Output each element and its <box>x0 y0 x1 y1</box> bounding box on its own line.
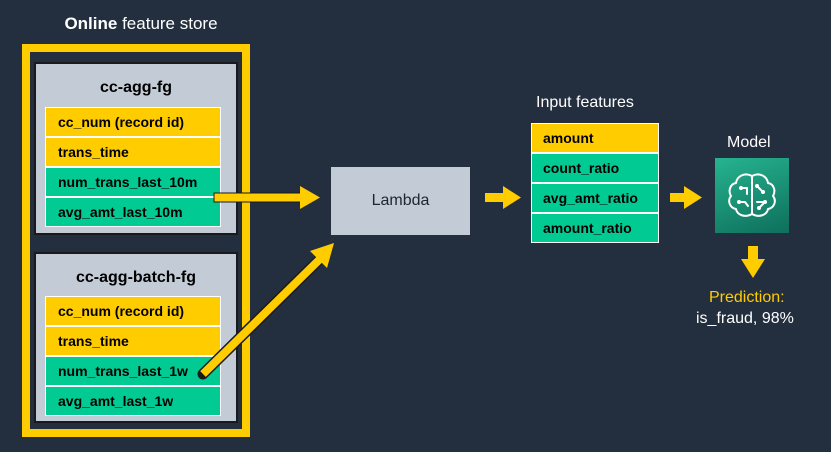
feature-row: trans_time <box>45 137 221 167</box>
feature-row: cc_num (record id) <box>45 107 221 137</box>
feature-group-name: cc-agg-batch-fg <box>76 269 196 286</box>
feature-store-title: Online feature store <box>0 14 282 34</box>
feature-row: avg_amt_last_10m <box>45 197 221 227</box>
feature-group-cc-agg-fg: cc-agg-fg cc_num (record id) trans_time … <box>34 62 238 235</box>
arrow-model-to-prediction-icon <box>741 246 765 278</box>
feature-store-title-rest: feature store <box>117 14 218 33</box>
lambda-box: Lambda <box>331 167 470 235</box>
arrow-lambda-to-features-icon <box>485 186 521 209</box>
arrow-features-to-model-icon <box>670 186 702 209</box>
feature-row: trans_time <box>45 326 221 356</box>
prediction-label: Prediction: <box>709 289 785 306</box>
prediction-value: is_fraud, 98% <box>696 310 794 327</box>
feature-row: num_trans_last_10m <box>45 167 221 197</box>
feature-row: avg_amt_last_1w <box>45 386 221 416</box>
feature-group-name: cc-agg-fg <box>100 79 172 96</box>
model-title: Model <box>727 134 771 151</box>
input-feature-item: amount_ratio <box>531 213 659 243</box>
feature-row: num_trans_last_1w <box>45 356 221 386</box>
feature-row: cc_num (record id) <box>45 296 221 326</box>
input-features-title: Input features <box>536 94 634 111</box>
input-feature-item: amount <box>531 123 659 153</box>
feature-store-title-bold: Online <box>64 14 118 33</box>
feature-group-cc-agg-batch-fg: cc-agg-batch-fg cc_num (record id) trans… <box>34 252 238 423</box>
sagemaker-brain-icon <box>715 158 789 233</box>
input-feature-item: avg_amt_ratio <box>531 183 659 213</box>
lambda-label: Lambda <box>371 192 430 209</box>
input-feature-item: count_ratio <box>531 153 659 183</box>
